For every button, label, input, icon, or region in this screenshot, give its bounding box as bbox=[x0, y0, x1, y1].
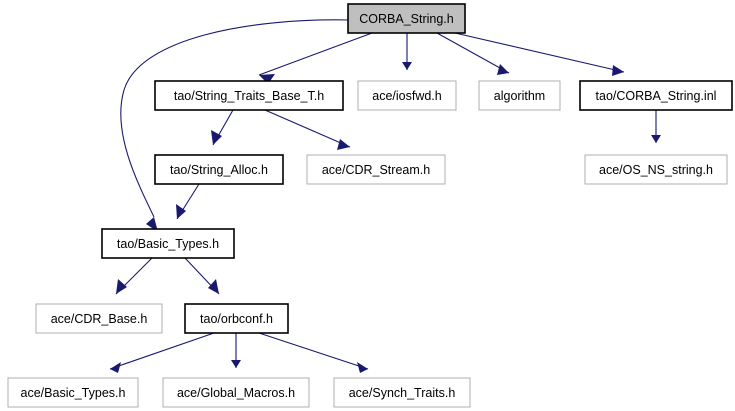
node-label: CORBA_String.h bbox=[359, 12, 454, 26]
node-box[interactable] bbox=[579, 80, 733, 111]
node-label: tao/orbconf.h bbox=[200, 312, 273, 326]
edge-basic_types_h-to-ace_cdr_base_h bbox=[115, 257, 153, 295]
node-label: ace/iosfwd.h bbox=[372, 89, 442, 103]
node-box[interactable] bbox=[478, 80, 561, 111]
arrowhead-icon bbox=[176, 204, 186, 219]
node-box[interactable] bbox=[357, 80, 457, 111]
edge-line bbox=[264, 109, 351, 148]
node-label: tao/Basic_Types.h bbox=[117, 237, 219, 251]
graph-node-ace_global_macros_h[interactable]: ace/Global_Macros.h bbox=[162, 377, 310, 408]
edge-corba_string_h-to-corba_string_inl bbox=[454, 32, 625, 76]
node-box[interactable] bbox=[101, 228, 235, 259]
edges-layer bbox=[109, 19, 661, 373]
graph-node-ace_iosfwd_h[interactable]: ace/iosfwd.h bbox=[357, 80, 457, 111]
node-label: ace/Synch_Traits.h bbox=[349, 386, 456, 400]
arrowhead-icon bbox=[116, 279, 127, 294]
edge-orbconf_h-to-ace_global_macros_h bbox=[231, 333, 241, 368]
node-box[interactable] bbox=[154, 154, 284, 185]
arrowhead-icon bbox=[612, 65, 624, 76]
edge-line bbox=[258, 332, 369, 370]
edge-corba_string_h-to-basic_types_h bbox=[120, 19, 350, 232]
node-label: tao/String_Traits_Base_T.h bbox=[174, 89, 324, 103]
node-box[interactable] bbox=[154, 80, 344, 111]
edge-line bbox=[436, 32, 510, 74]
arrowhead-icon bbox=[337, 139, 350, 150]
node-box[interactable] bbox=[35, 303, 163, 334]
node-label: tao/CORBA_String.inl bbox=[596, 89, 717, 103]
edge-line bbox=[120, 19, 350, 218]
node-label: algorithm bbox=[494, 89, 545, 103]
nodes-layer: CORBA_String.h tao/String_Traits_Base_T.h… bbox=[7, 3, 733, 408]
node-label: ace/Global_Macros.h bbox=[177, 386, 295, 400]
edge-corba_string_h-to-algorithm bbox=[436, 32, 510, 75]
node-label: ace/Basic_Types.h bbox=[21, 386, 126, 400]
edge-corba_string_h-to-string_traits_base_t_h bbox=[258, 32, 373, 84]
arrowhead-icon bbox=[231, 360, 241, 368]
edge-corba_string_inl-to-ace_os_ns_string_h bbox=[651, 110, 661, 143]
graph-node-algorithm[interactable]: algorithm bbox=[478, 80, 561, 111]
arrowhead-icon bbox=[110, 362, 121, 373]
graph-node-ace_cdr_base_h[interactable]: ace/CDR_Base.h bbox=[35, 303, 163, 334]
edge-basic_types_h-to-orbconf_h bbox=[184, 257, 220, 295]
arrowhead-icon bbox=[357, 362, 368, 373]
node-box[interactable] bbox=[584, 154, 728, 185]
graph-node-ace_cdr_stream_h[interactable]: ace/CDR_Stream.h bbox=[306, 154, 446, 185]
edge-corba_string_h-to-ace_iosfwd_h bbox=[402, 33, 412, 70]
edge-string_alloc_h-to-basic_types_h bbox=[176, 183, 200, 220]
node-box[interactable] bbox=[333, 377, 471, 408]
graph-node-string_traits_base_t_h[interactable]: tao/String_Traits_Base_T.h bbox=[154, 80, 344, 111]
graph-node-orbconf_h[interactable]: tao/orbconf.h bbox=[184, 303, 289, 334]
node-box[interactable] bbox=[7, 377, 139, 408]
node-label: ace/CDR_Base.h bbox=[51, 312, 148, 326]
arrowhead-icon bbox=[497, 64, 509, 75]
arrowhead-icon bbox=[208, 279, 219, 294]
arrowhead-icon bbox=[211, 130, 222, 145]
graph-node-ace_synch_traits_h[interactable]: ace/Synch_Traits.h bbox=[333, 377, 471, 408]
graph-node-ace_basic_types_h[interactable]: ace/Basic_Types.h bbox=[7, 377, 139, 408]
edge-line bbox=[109, 332, 215, 370]
edge-orbconf_h-to-ace_basic_types_h bbox=[109, 332, 215, 373]
node-label: tao/String_Alloc.h bbox=[170, 163, 268, 177]
edge-string_traits_base_t_h-to-ace_cdr_stream_h bbox=[264, 109, 351, 150]
arrowhead-icon bbox=[259, 74, 275, 84]
graph-node-basic_types_h[interactable]: tao/Basic_Types.h bbox=[101, 228, 235, 259]
graph-node-corba_string_h[interactable]: CORBA_String.h bbox=[347, 3, 466, 34]
node-box[interactable] bbox=[347, 3, 466, 34]
node-label: ace/CDR_Stream.h bbox=[322, 163, 430, 177]
edge-line bbox=[454, 32, 625, 73]
graph-node-string_alloc_h[interactable]: tao/String_Alloc.h bbox=[154, 154, 284, 185]
node-box[interactable] bbox=[184, 303, 289, 334]
graph-node-ace_os_ns_string_h[interactable]: ace/OS_NS_string.h bbox=[584, 154, 728, 185]
arrowhead-icon bbox=[651, 135, 661, 143]
node-box[interactable] bbox=[162, 377, 310, 408]
node-label: ace/OS_NS_string.h bbox=[599, 163, 713, 177]
node-box[interactable] bbox=[306, 154, 446, 185]
graph-node-corba_string_inl[interactable]: tao/CORBA_String.inl bbox=[579, 80, 733, 111]
edge-string_traits_base_t_h-to-string_alloc_h bbox=[211, 109, 234, 146]
edge-orbconf_h-to-ace_synch_traits_h bbox=[258, 332, 369, 373]
edge-line bbox=[258, 32, 373, 76]
arrowhead-icon bbox=[402, 62, 412, 70]
